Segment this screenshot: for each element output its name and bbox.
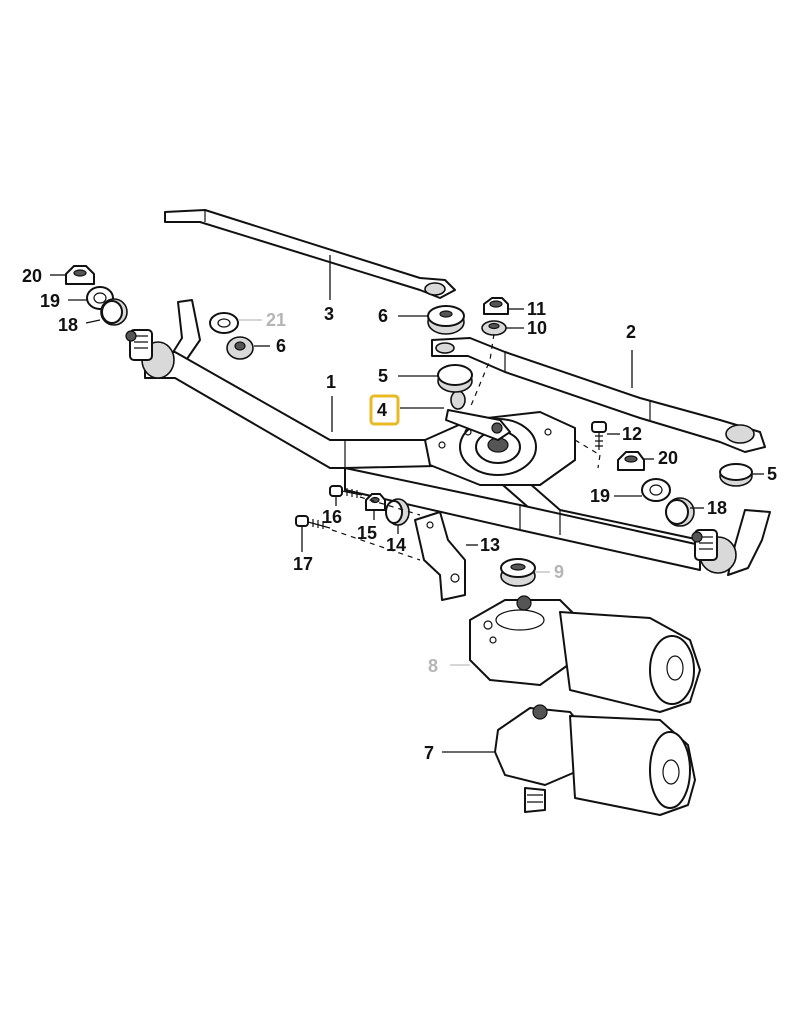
part-5-bushing-centre[interactable] (437, 364, 473, 393)
label-7[interactable]: 7 (424, 743, 434, 763)
label-3[interactable]: 3 (324, 304, 334, 324)
label-6-centre[interactable]: 6 (378, 306, 388, 326)
part-3-link-rod[interactable] (164, 209, 456, 299)
part-21-washer[interactable] (209, 312, 239, 334)
part-5-bushing-right[interactable] (719, 463, 753, 487)
label-19-left[interactable]: 19 (40, 291, 60, 311)
part-19-washer-right[interactable] (641, 478, 671, 502)
part-9-grommet[interactable] (500, 558, 536, 587)
label-1[interactable]: 1 (326, 372, 336, 392)
part-18-bushing-left[interactable] (100, 298, 128, 326)
label-2[interactable]: 2 (626, 322, 636, 342)
label-12[interactable]: 12 (622, 424, 642, 444)
label-11[interactable]: 11 (527, 299, 546, 319)
label-5-centre[interactable]: 5 (378, 366, 388, 386)
label-15[interactable]: 15 (357, 523, 377, 543)
part-1-frame[interactable] (125, 299, 771, 576)
label-8[interactable]: 8 (428, 656, 438, 676)
part-20-nut-right[interactable] (617, 451, 645, 471)
label-16[interactable]: 16 (322, 507, 342, 527)
label-17[interactable]: 17 (293, 554, 313, 574)
label-20-left[interactable]: 20 (22, 266, 42, 286)
part-6-bushing-left[interactable] (226, 336, 254, 360)
label-18-right[interactable]: 18 (707, 498, 727, 518)
part-2-link-rod[interactable] (431, 337, 766, 453)
label-21[interactable]: 21 (266, 310, 286, 330)
part-11-nut[interactable] (483, 297, 509, 315)
part-20-nut-left[interactable] (65, 265, 95, 285)
label-4[interactable]: 4 (377, 400, 387, 420)
part-4-crank[interactable] (445, 390, 511, 441)
label-6-left[interactable]: 6 (276, 336, 286, 356)
part-7-wiper-motor[interactable] (494, 704, 696, 816)
part-16-bolt[interactable] (329, 485, 363, 498)
part-6-bushing-centre[interactable] (427, 305, 465, 335)
part-8-wiper-motor[interactable] (469, 595, 701, 713)
label-10[interactable]: 10 (527, 318, 547, 338)
label-13[interactable]: 13 (480, 535, 500, 555)
label-18-left[interactable]: 18 (58, 315, 78, 335)
label-14[interactable]: 14 (386, 535, 406, 555)
part-12-bolt[interactable] (591, 421, 607, 450)
part-18-bushing-right[interactable] (665, 497, 695, 527)
part-4-highlight-box (369, 394, 400, 426)
part-labels: 20 19 18 3 21 6 6 11 10 2 1 5 4 12 20 5 … (22, 266, 777, 763)
leader-lines (50, 255, 764, 753)
label-19-right[interactable]: 19 (590, 486, 610, 506)
part-13-bracket[interactable] (414, 511, 466, 601)
part-15-nut[interactable] (365, 493, 386, 511)
label-9[interactable]: 9 (554, 562, 564, 582)
part-14-bushing[interactable] (385, 498, 410, 526)
label-5-right[interactable]: 5 (767, 464, 777, 484)
right-spindle (691, 529, 737, 574)
part-10-washer[interactable] (481, 320, 507, 336)
left-spindle (125, 329, 175, 379)
label-20-right[interactable]: 20 (658, 448, 678, 468)
